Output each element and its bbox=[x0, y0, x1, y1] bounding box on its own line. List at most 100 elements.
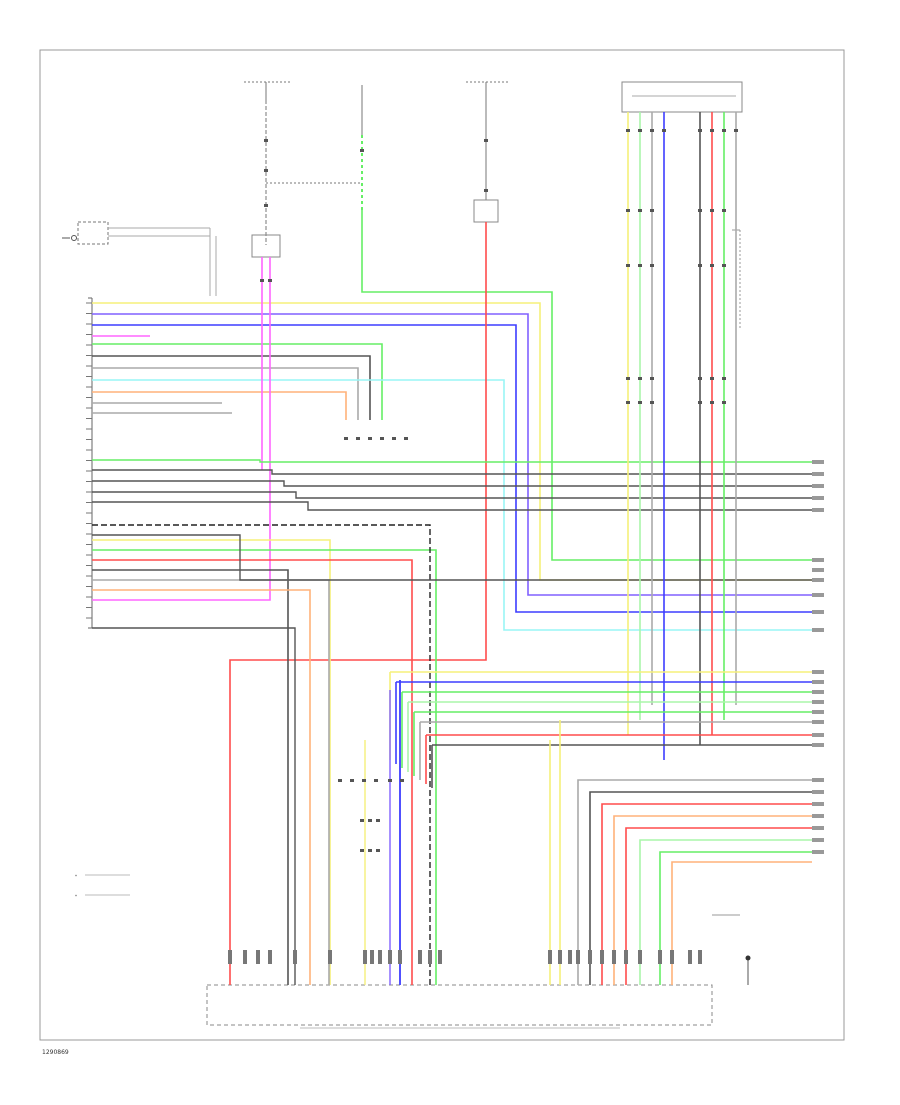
right-pin-24 bbox=[812, 826, 824, 830]
right-pin-3 bbox=[812, 484, 824, 488]
bottom-pin-23 bbox=[638, 950, 642, 964]
bottom-connector bbox=[206, 984, 713, 1029]
top-fuse-box-right bbox=[466, 81, 510, 223]
right-pin-5 bbox=[812, 508, 824, 512]
wire-tick-4 bbox=[360, 149, 364, 152]
legend: * * bbox=[75, 874, 130, 899]
bottom-right-wire-7 bbox=[659, 851, 812, 985]
red-top-wire bbox=[229, 222, 487, 985]
left-wire-5 bbox=[92, 343, 383, 420]
right-pin-18 bbox=[812, 733, 824, 737]
left-wire-2 bbox=[92, 313, 812, 596]
wire-tick-54 bbox=[368, 819, 372, 822]
right-pin-7 bbox=[812, 568, 824, 572]
wire-tick-31 bbox=[650, 264, 654, 267]
wire-tick-58 bbox=[376, 849, 380, 852]
bottom-pin-7 bbox=[363, 950, 367, 964]
wire-tick-48 bbox=[350, 779, 354, 782]
wires bbox=[92, 112, 812, 985]
left-wire-7 bbox=[92, 367, 359, 420]
top-fuse-box-left bbox=[244, 81, 290, 258]
bottom-pin-14 bbox=[438, 950, 442, 964]
bottom-pin-16 bbox=[558, 950, 562, 964]
top-left-sensor-symbol bbox=[62, 221, 217, 296]
right-pin-23 bbox=[812, 814, 824, 818]
footer-code: 1290869 bbox=[42, 1049, 69, 1056]
right-pin-11 bbox=[812, 628, 824, 632]
wire-tick-51 bbox=[388, 779, 392, 782]
wire-tick-55 bbox=[376, 819, 380, 822]
wire-tick-21 bbox=[722, 129, 726, 132]
wire-tick-3 bbox=[264, 204, 268, 207]
wire-tick-45 bbox=[710, 401, 714, 404]
right-pin-13 bbox=[812, 680, 824, 684]
wire-tick-37 bbox=[650, 377, 654, 380]
bottom-pin-19 bbox=[588, 950, 592, 964]
right-pin-16 bbox=[812, 710, 824, 714]
wire-tick-36 bbox=[638, 377, 642, 380]
wire-tick-27 bbox=[710, 209, 714, 212]
wire-tick-47 bbox=[338, 779, 342, 782]
right-pin-22 bbox=[812, 802, 824, 806]
bottom-pin-13 bbox=[428, 950, 432, 964]
bottom-pin-9 bbox=[378, 950, 382, 964]
bottom-pin-12 bbox=[418, 950, 422, 964]
wire-tick-24 bbox=[638, 209, 642, 212]
wire-tick-52 bbox=[400, 779, 404, 782]
wire-tick-28 bbox=[722, 209, 726, 212]
bottom-right-wire-6 bbox=[639, 839, 812, 985]
black-wire-1 bbox=[92, 524, 431, 985]
bottom-pin-20 bbox=[600, 950, 604, 964]
lower-bundle-wire-3 bbox=[92, 559, 413, 985]
right-pin-2 bbox=[812, 472, 824, 476]
wire-tick-25 bbox=[650, 209, 654, 212]
wire-tick-13 bbox=[392, 437, 396, 440]
bottom-pin-4 bbox=[268, 950, 272, 964]
right-pin-26 bbox=[812, 850, 824, 854]
wire-tick-38 bbox=[698, 377, 702, 380]
gray-group-wire-3 bbox=[92, 480, 812, 487]
wire-tick-23 bbox=[626, 209, 630, 212]
pink-vertical-wire bbox=[92, 257, 271, 601]
wire-tick-12 bbox=[380, 437, 384, 440]
bottom-pin-5 bbox=[293, 950, 297, 964]
bottom-right-wire-1 bbox=[577, 779, 812, 985]
wire-tick-53 bbox=[360, 819, 364, 822]
bottom-right-wire-5 bbox=[625, 827, 812, 985]
bottom-pin-15 bbox=[548, 950, 552, 964]
black-wire-3 bbox=[92, 627, 296, 985]
right-pin-6 bbox=[812, 558, 824, 562]
wire-tick-26 bbox=[698, 209, 702, 212]
wire-tick-9 bbox=[344, 437, 348, 440]
wire-tick-10 bbox=[356, 437, 360, 440]
bottom-pin-1 bbox=[228, 950, 232, 964]
wire-tick-46 bbox=[722, 401, 726, 404]
wire-tick-17 bbox=[650, 129, 654, 132]
right-top-connector bbox=[621, 81, 743, 330]
wire-tick-29 bbox=[626, 264, 630, 267]
wire-tick-50 bbox=[374, 779, 378, 782]
right-pin-14 bbox=[812, 690, 824, 694]
wire-tick-39 bbox=[710, 377, 714, 380]
wire-tick-33 bbox=[710, 264, 714, 267]
wire-tick-35 bbox=[626, 377, 630, 380]
wire-tick-32 bbox=[698, 264, 702, 267]
wire-tick-34 bbox=[722, 264, 726, 267]
svg-text:*: * bbox=[75, 874, 77, 879]
gray-group-wire-1 bbox=[92, 459, 812, 463]
bottom-pin-10 bbox=[388, 950, 392, 964]
bottom-pin-22 bbox=[624, 950, 628, 964]
wire-tick-6 bbox=[484, 189, 488, 192]
wire-tick-44 bbox=[698, 401, 702, 404]
bottom-pin-17 bbox=[568, 950, 572, 964]
bottom-pin-11 bbox=[398, 950, 402, 964]
right-pin-21 bbox=[812, 790, 824, 794]
bottom-terminals bbox=[228, 950, 702, 964]
bottom-pin-26 bbox=[688, 950, 692, 964]
wire-ticks bbox=[260, 129, 738, 852]
wire-tick-41 bbox=[626, 401, 630, 404]
wire-tick-49 bbox=[362, 779, 366, 782]
ground-symbol bbox=[712, 914, 751, 985]
wire-tick-11 bbox=[368, 437, 372, 440]
